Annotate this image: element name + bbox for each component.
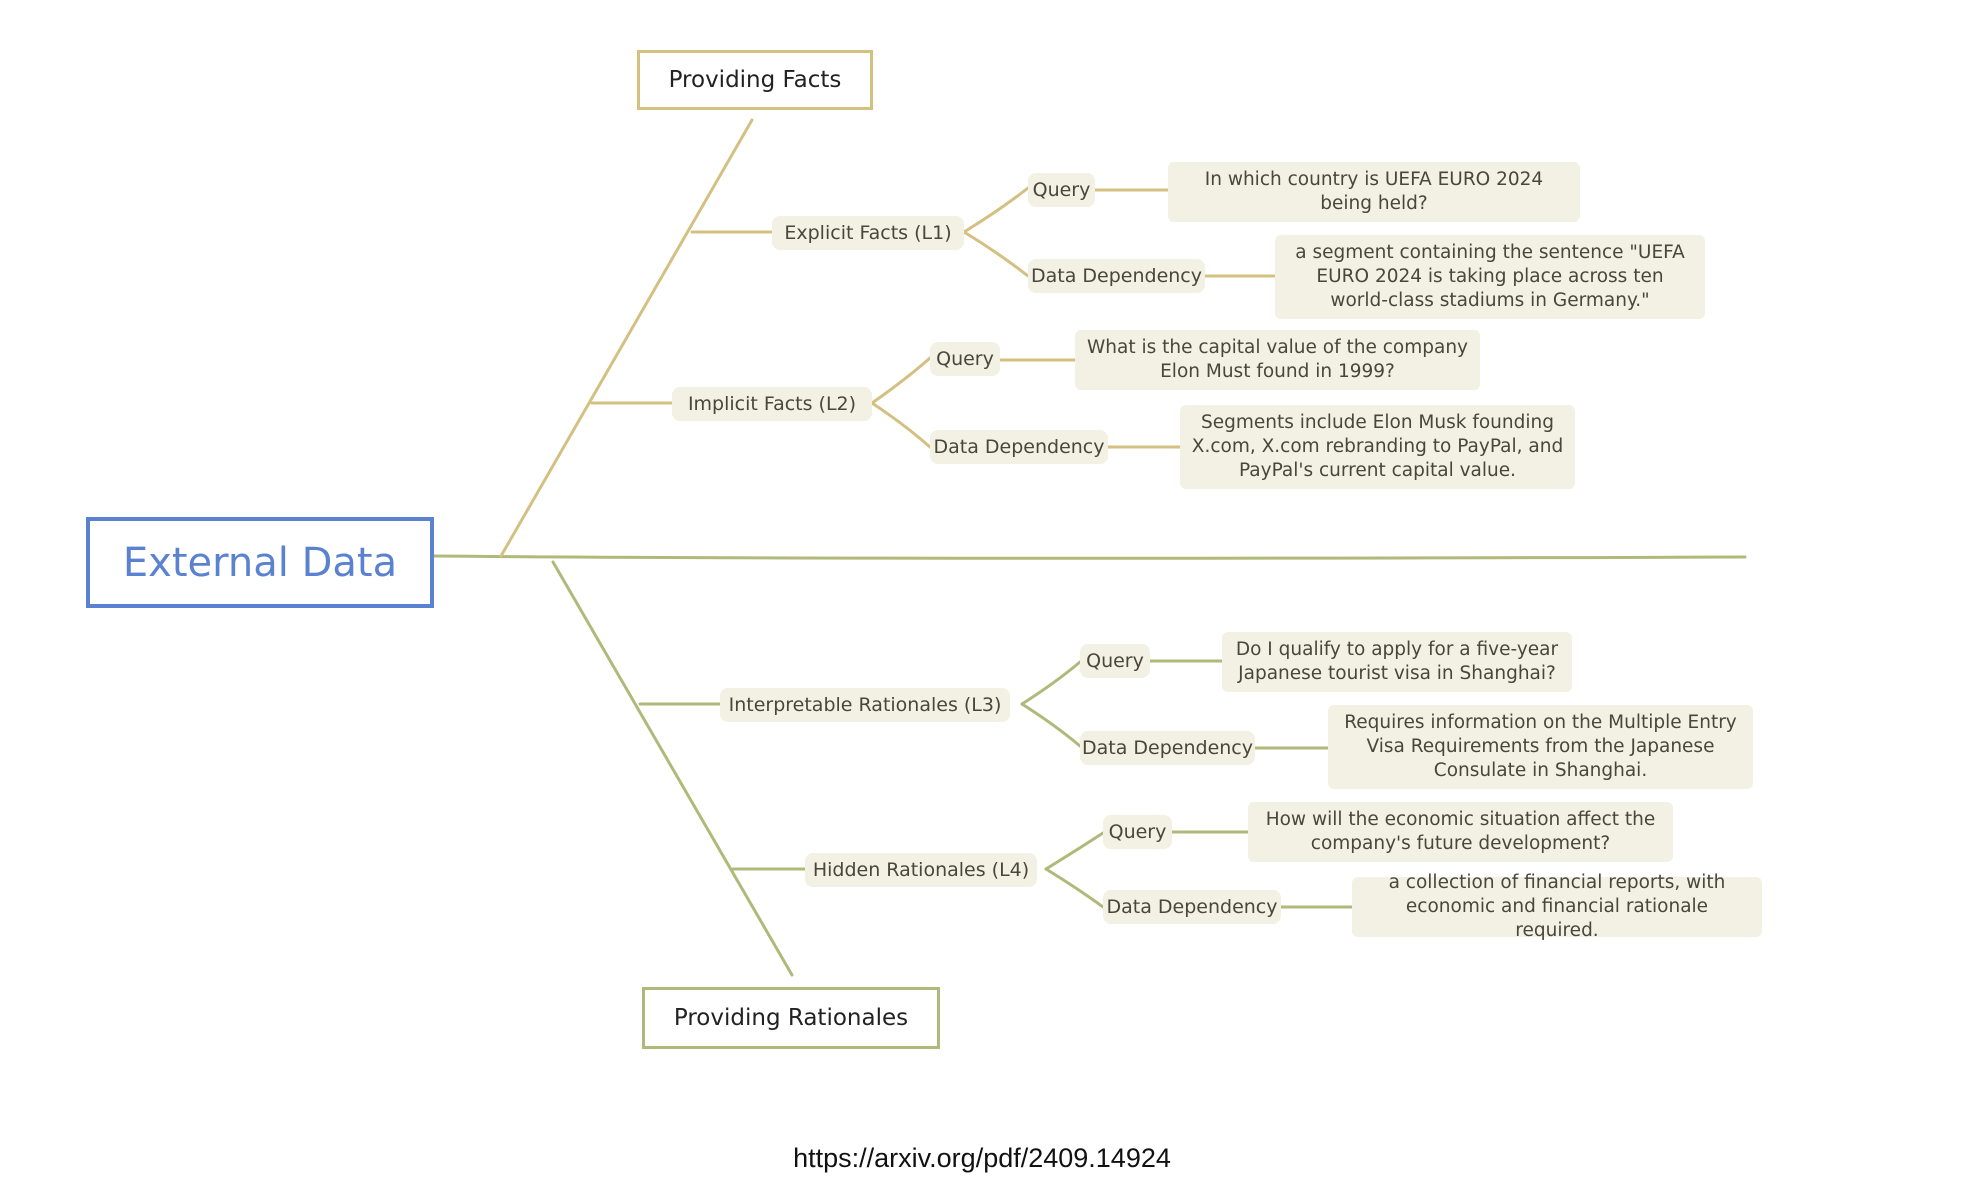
l4-fork-query	[1044, 831, 1105, 871]
level-l3-node: Interpretable Rationales (L3)	[720, 688, 1010, 722]
l4-fork-dep	[1044, 867, 1105, 909]
l2-dep-value: Segments include Elon Musk founding X.co…	[1191, 412, 1564, 481]
l4-query-text: How will the economic situation affect t…	[1248, 802, 1673, 862]
category-rationales-label: Providing Rationales	[673, 1005, 909, 1031]
l1-fork-dep	[962, 230, 1030, 278]
l2-dep-label: Data Dependency	[933, 436, 1105, 458]
l2-query-text: What is the capital value of the company…	[1075, 330, 1480, 390]
level-l4-node: Hidden Rationales (L4)	[805, 853, 1037, 887]
category-facts-label: Providing Facts	[668, 67, 842, 93]
l4-query-label: Query	[1108, 821, 1167, 843]
l3-fork-query	[1020, 660, 1082, 706]
l2-query-node: Query	[930, 342, 1000, 376]
l2-query-value: What is the capital value of the company…	[1086, 337, 1469, 382]
l2-fork-dep	[870, 401, 932, 449]
l4-dep-label: Data Dependency	[1106, 896, 1278, 918]
l1-query-text: In which country is UEFA EURO 2024 being…	[1168, 162, 1580, 222]
l3-dep-text: Requires information on the Multiple Ent…	[1328, 705, 1753, 789]
l1-dep-node: Data Dependency	[1028, 259, 1205, 293]
level-l2-label: Implicit Facts (L2)	[687, 393, 857, 415]
l4-query-node: Query	[1103, 815, 1172, 849]
level-l1-node: Explicit Facts (L1)	[772, 216, 964, 250]
l3-dep-node: Data Dependency	[1080, 731, 1255, 765]
l4-query-value: How will the economic situation affect t…	[1265, 809, 1656, 854]
l3-query-value: Do I qualify to apply for a five-year Ja…	[1235, 639, 1559, 684]
l3-query-label: Query	[1086, 650, 1144, 672]
l4-dep-value: a collection of financial reports, with …	[1388, 872, 1726, 941]
level-l3-label: Interpretable Rationales (L3)	[728, 694, 1002, 716]
l1-dep-text: a segment containing the sentence "UEFA …	[1275, 235, 1705, 319]
l3-dep-label: Data Dependency	[1082, 737, 1253, 759]
l2-fork-query	[870, 356, 932, 405]
category-facts-node: Providing Facts	[637, 50, 873, 110]
l1-fork-query	[962, 186, 1030, 234]
l3-query-node: Query	[1080, 644, 1150, 678]
root-label: External Data	[122, 539, 398, 586]
l3-dep-value: Requires information on the Multiple Ent…	[1344, 712, 1737, 781]
level-l2-node: Implicit Facts (L2)	[672, 387, 872, 421]
l4-dep-node: Data Dependency	[1103, 890, 1281, 924]
l1-query-label: Query	[1032, 179, 1091, 201]
l1-query-value: In which country is UEFA EURO 2024 being…	[1204, 169, 1544, 214]
source-url: https://arxiv.org/pdf/2409.14924	[793, 1143, 1171, 1173]
l2-dep-text: Segments include Elon Musk founding X.co…	[1180, 405, 1575, 489]
l3-fork-dep	[1020, 702, 1082, 748]
facts-trunk-line	[499, 118, 754, 558]
l1-query-node: Query	[1028, 173, 1095, 207]
main-axis-line	[430, 554, 1747, 560]
level-l4-label: Hidden Rationales (L4)	[812, 859, 1030, 881]
l2-query-label: Query	[936, 348, 994, 370]
l3-query-text: Do I qualify to apply for a five-year Ja…	[1222, 632, 1572, 692]
l1-dep-label: Data Dependency	[1031, 265, 1202, 287]
l2-dep-node: Data Dependency	[930, 430, 1108, 464]
rationales-trunk-line	[551, 560, 794, 977]
l1-dep-value: a segment containing the sentence "UEFA …	[1295, 242, 1685, 311]
level-l1-label: Explicit Facts (L1)	[784, 222, 952, 244]
category-rationales-node: Providing Rationales	[642, 987, 940, 1049]
root-node: External Data	[86, 517, 434, 608]
l4-dep-text: a collection of financial reports, with …	[1352, 872, 1762, 941]
